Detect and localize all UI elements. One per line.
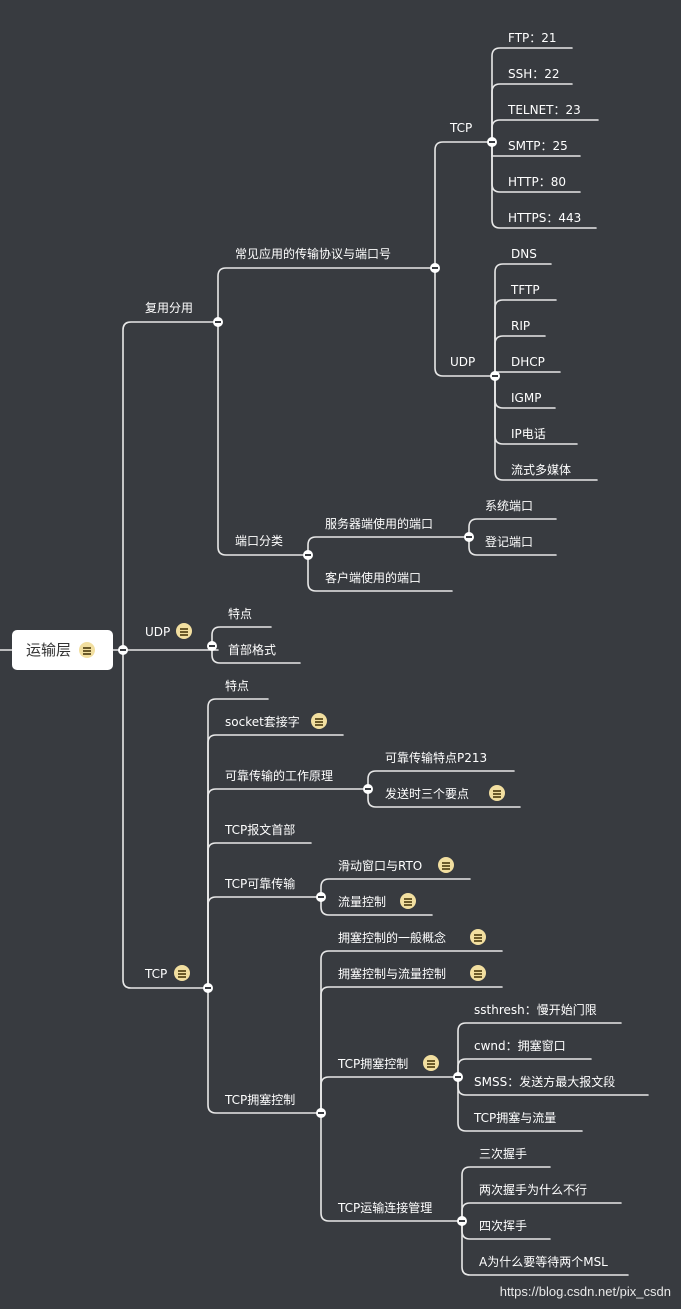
node-regport[interactable]: 登记端口 (485, 535, 534, 549)
collapse-toggle[interactable] (453, 1072, 463, 1082)
node-udp[interactable]: UDP (145, 625, 171, 639)
note-icon[interactable] (489, 785, 505, 801)
node-cong-flow[interactable]: TCP拥塞与流量 (474, 1111, 557, 1125)
node-smtp[interactable]: SMTP：25 (508, 139, 568, 153)
node-ftp[interactable]: FTP：21 (508, 31, 557, 45)
note-icon[interactable] (174, 965, 190, 981)
node-udp-tedian[interactable]: 特点 (228, 607, 253, 621)
collapse-toggle[interactable] (213, 317, 223, 327)
node-handshake3[interactable]: 三次握手 (479, 1147, 528, 1161)
collapse-toggle[interactable] (303, 550, 313, 560)
node-https[interactable]: HTTPS：443 (508, 211, 582, 225)
collapse-toggle[interactable] (430, 263, 440, 273)
watermark: https://blog.csdn.net/pix_csdn (499, 1284, 671, 1299)
node-socket[interactable]: socket套接字 (225, 715, 300, 729)
collapse-toggle[interactable] (487, 137, 497, 147)
note-icon[interactable] (176, 623, 192, 639)
collapse-toggle[interactable] (490, 371, 500, 381)
node-udp-proto[interactable]: UDP (450, 355, 476, 369)
node-udp-header[interactable]: 首部格式 (228, 643, 277, 657)
node-fuyong[interactable]: 复用分用 (145, 301, 194, 315)
collapse-toggle[interactable] (118, 645, 128, 655)
collapse-toggle[interactable] (316, 1108, 326, 1118)
node-conn-mgmt[interactable]: TCP运输连接管理 (338, 1201, 433, 1215)
root-label: 运输层 (26, 641, 72, 659)
note-icon[interactable] (423, 1055, 439, 1071)
node-ssh[interactable]: SSH：22 (508, 67, 560, 81)
node-tcp-header[interactable]: TCP报文首部 (225, 823, 296, 837)
node-msl[interactable]: A为什么要等待两个MSL (479, 1255, 608, 1269)
node-wave4[interactable]: 四次挥手 (479, 1219, 528, 1233)
note-icon[interactable] (79, 642, 95, 658)
node-tcp-reliable[interactable]: TCP可靠传输 (225, 877, 296, 891)
node-cong-vs-flow[interactable]: 拥塞控制与流量控制 (338, 967, 447, 981)
node-reliable-p[interactable]: 可靠传输特点P213 (385, 751, 488, 765)
node-telnet[interactable]: TELNET：23 (508, 103, 581, 117)
node-stream[interactable]: 流式多媒体 (511, 463, 572, 477)
collapse-toggle[interactable] (203, 983, 213, 993)
node-tcp-cong[interactable]: TCP拥塞控制 (225, 1093, 296, 1107)
node-portcls[interactable]: 端口分类 (235, 534, 284, 548)
root-node[interactable]: 运输层 (12, 630, 113, 670)
collapse-toggle[interactable] (464, 532, 474, 542)
note-icon[interactable] (470, 929, 486, 945)
node-igmp[interactable]: IGMP (511, 391, 542, 405)
node-sliding[interactable]: 滑动窗口与RTO (338, 859, 423, 873)
node-tcp-tedian[interactable]: 特点 (225, 679, 250, 693)
note-icon[interactable] (400, 893, 416, 909)
node-clientport[interactable]: 客户端使用的端口 (325, 571, 422, 585)
collapse-toggle[interactable] (457, 1216, 467, 1226)
node-rip[interactable]: RIP (511, 319, 531, 333)
node-three-points[interactable]: 发送时三个要点 (385, 787, 470, 801)
node-tftp[interactable]: TFTP (511, 283, 540, 297)
node-handshake2[interactable]: 两次握手为什么不行 (479, 1183, 588, 1197)
node-tcp-proto[interactable]: TCP (450, 121, 473, 135)
node-cwnd[interactable]: cwnd：拥塞窗口 (474, 1039, 566, 1053)
node-cong-concept[interactable]: 拥塞控制的一般概念 (338, 931, 447, 945)
note-icon[interactable] (438, 857, 454, 873)
note-icon[interactable] (311, 713, 327, 729)
collapse-toggle[interactable] (316, 892, 326, 902)
node-ssthresh[interactable]: ssthresh：慢开始门限 (474, 1003, 597, 1017)
note-icon[interactable] (470, 965, 486, 981)
node-changjian[interactable]: 常见应用的传输协议与端口号 (235, 247, 392, 261)
collapse-toggle[interactable] (363, 784, 373, 794)
node-sysport[interactable]: 系统端口 (485, 499, 534, 513)
node-tcp-cong2[interactable]: TCP拥塞控制 (338, 1057, 409, 1071)
node-http[interactable]: HTTP：80 (508, 175, 566, 189)
node-tcp[interactable]: TCP (145, 967, 168, 981)
node-dns[interactable]: DNS (511, 247, 537, 261)
node-smss[interactable]: SMSS：发送方最大报文段 (474, 1075, 616, 1089)
node-serverport[interactable]: 服务器端使用的端口 (325, 517, 434, 531)
node-ipphone[interactable]: IP电话 (511, 427, 546, 441)
node-reliable[interactable]: 可靠传输的工作原理 (225, 769, 334, 783)
node-flowctl[interactable]: 流量控制 (338, 895, 387, 909)
collapse-toggle[interactable] (207, 641, 217, 651)
node-dhcp[interactable]: DHCP (511, 355, 545, 369)
